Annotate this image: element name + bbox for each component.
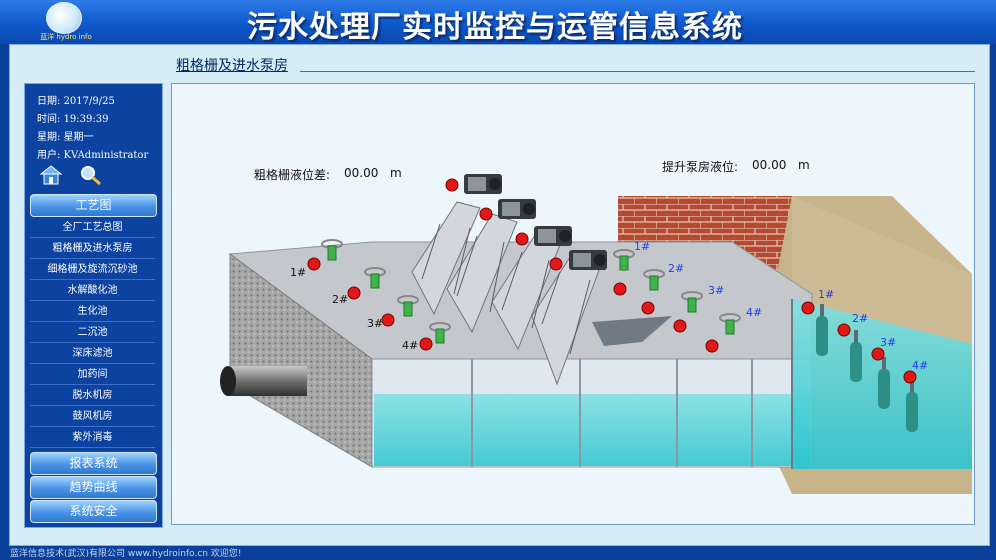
date-value: 2017/9/25 [63,96,115,107]
trend-curve-button[interactable]: 趋势曲线 [30,476,157,499]
gate-label-4: 4# [746,306,762,319]
pump-label-2: 2# [852,312,868,325]
company-logo: 蓝洋 hydro info [38,2,94,42]
time-value: 19:39:39 [63,114,109,125]
pump-room-level-label: 提升泵房液位: [662,160,739,174]
gate-label-2: 2# [668,262,684,275]
pump-room-level-value: 00.00 [752,158,787,172]
sidebar: 日期: 2017/9/25 时间: 19:39:39 星期: 星期一 用户: K… [24,83,163,528]
footer: 蓝洋信息技术(武汉)有限公司 www.hydroinfo.cn 欢迎您! [0,544,996,560]
screen-motors [464,174,607,270]
valve-label-4: 4# [402,339,418,352]
pump-label-4: 4# [912,359,928,372]
bar-screens [411,201,672,386]
logo-text: 蓝洋 hydro info [40,33,92,41]
gate-label-3: 3# [708,284,724,297]
gate-label-1: 1# [634,240,650,253]
process-panel: 粗格栅液位差: 00.00 m 提升泵房液位: 00.00 m [171,83,975,525]
grid-level-diff-unit: m [390,166,402,180]
process-menu-item[interactable]: 水解酸化池 [30,281,155,301]
user-row: 用户: KVAdministrator [37,150,149,161]
grid-level-diff-label: 粗格栅液位差: [254,168,331,182]
search-icon[interactable] [79,164,103,186]
grid-level-diff-value: 00.00 [344,166,379,180]
title-divider [300,71,975,72]
submersible-pumps[interactable] [816,304,918,432]
week-row: 星期: 星期一 [37,128,177,143]
process-menu-item[interactable]: 紫外消毒 [30,428,155,448]
page-title: 粗格栅及进水泵房 [176,58,288,74]
process-menu-item[interactable]: 细格栅及旋流沉砂池 [30,260,155,280]
pump-label-3: 3# [880,336,896,349]
home-icon[interactable] [39,164,63,186]
process-scene: 1# 2# 3# 4# 1# 2# 3# 4# 1# 2# 3# 4# [220,174,972,494]
valve-label-1: 1# [290,266,306,279]
process-menu-item[interactable]: 加药间 [30,365,155,385]
pump-room-side-wall [792,196,972,354]
process-menu-item[interactable]: 粗格栅及进水泵房 [30,239,155,259]
system-security-button[interactable]: 系统安全 [30,500,157,523]
date-row: 日期: 2017/9/25 [37,96,115,107]
system-title: 污水处理厂实时监控与运管信息系统 [247,10,743,45]
process-menu-item[interactable]: 鼓风机房 [30,407,155,427]
pump-label-1: 1# [818,288,834,301]
deck-valves[interactable] [321,239,741,344]
user-value: KVAdministrator [63,150,149,161]
title-bar: 蓝洋 hydro info 污水处理厂实时监控与运管信息系统 [0,0,996,45]
process-diagram-button[interactable]: 工艺图 [30,194,157,217]
valve-label-3: 3# [367,317,383,330]
process-menu-item[interactable]: 二沉池 [30,323,155,343]
inlet-pipe [227,366,307,396]
time-row: 时间: 19:39:39 [37,114,109,125]
process-menu-item[interactable]: 深床滤池 [30,344,155,364]
pump-room-level-unit: m [798,158,810,172]
process-menu-item[interactable]: 生化池 [30,302,155,322]
process-menu-item[interactable]: 全厂工艺总图 [30,218,155,238]
week-value: 星期一 [63,132,94,143]
report-system-button[interactable]: 报表系统 [30,452,157,475]
footer-text: 蓝洋信息技术(武汉)有限公司 www.hydroinfo.cn 欢迎您! [10,549,242,559]
process-menu-item[interactable]: 脱水机房 [30,386,155,406]
valve-label-2: 2# [332,293,348,306]
alarm-lamps [307,178,917,384]
